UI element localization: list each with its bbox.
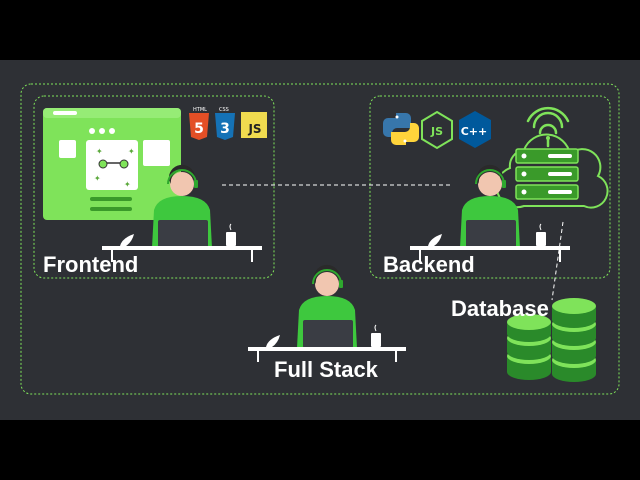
fullstack-container bbox=[20, 83, 620, 395]
svg-text:✦: ✦ bbox=[128, 147, 135, 156]
html5-glyph: 5 bbox=[194, 121, 204, 137]
server-icon bbox=[495, 133, 609, 209]
js-caption: JS bbox=[247, 122, 261, 136]
wifi-icon bbox=[526, 106, 570, 148]
javascript-icon: JS bbox=[241, 112, 267, 138]
css-caption: CSS bbox=[219, 107, 229, 113]
css3-glyph: 3 bbox=[220, 121, 230, 137]
html-caption: HTML bbox=[193, 107, 207, 113]
frontend-container bbox=[33, 95, 275, 279]
cpp-caption: C++ bbox=[461, 125, 488, 138]
fullstack-label: Full Stack bbox=[274, 357, 378, 382]
browser-window-illustration: ✦ ✦ ✦ ✦ bbox=[43, 108, 181, 220]
frontend-developer-illustration bbox=[102, 164, 262, 262]
backend-container bbox=[369, 95, 611, 279]
svg-text:✦: ✦ bbox=[124, 180, 131, 189]
cpp-icon: C++ bbox=[459, 111, 491, 148]
fullstack-developer-illustration bbox=[248, 264, 406, 362]
nodejs-caption: JS bbox=[430, 125, 443, 138]
svg-text:✦: ✦ bbox=[96, 147, 103, 156]
database-icon bbox=[507, 298, 596, 382]
backend-label: Backend bbox=[383, 252, 475, 277]
svg-text:✦: ✦ bbox=[94, 174, 101, 183]
nodejs-icon: JS bbox=[421, 110, 453, 150]
frontend-label: Frontend bbox=[43, 252, 139, 277]
database-label: Database bbox=[451, 296, 549, 321]
css3-icon: CSS 3 bbox=[215, 107, 235, 140]
html5-icon: HTML 5 bbox=[189, 107, 209, 140]
server-database-connector bbox=[551, 221, 564, 301]
python-icon bbox=[383, 113, 419, 145]
backend-developer-illustration bbox=[410, 164, 570, 262]
